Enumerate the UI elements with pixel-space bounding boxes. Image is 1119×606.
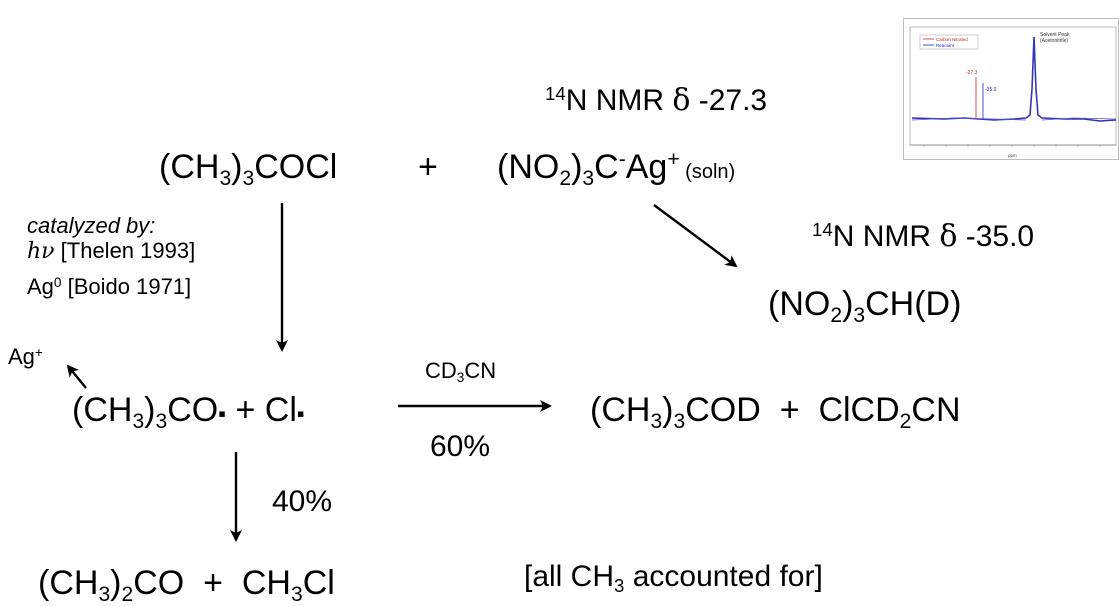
yield-60: 60%: [430, 430, 491, 463]
x-axis-label: ppm: [1008, 153, 1017, 158]
reactant-silver-nitroformate: (NO2)3C-Ag+ (soln): [497, 148, 736, 190]
product-tbuod: (CH3)3COD + ClCD2CN: [590, 391, 961, 433]
spectrum-plot: Carbon Nitrated Reactant Solvent Peak (A…: [909, 26, 1117, 158]
soln-label: (soln): [679, 161, 736, 183]
legend-entry-1: Carbon Nitrated: [936, 37, 968, 42]
reactant-tbuocl: (CH3)3COCl: [159, 148, 338, 190]
radical-intermediates: (CH3)3CO▪ + Cl▪: [72, 391, 305, 433]
catalyzed-title: catalyzed by:: [27, 213, 156, 238]
accounted-note: [all CH3 accounted for]: [524, 560, 823, 596]
yield-40: 40%: [272, 485, 333, 518]
arrow-ag-plus: [66, 364, 87, 389]
nmr-label-2: 14N NMR δ -35.0: [812, 218, 1035, 254]
solvent-cd3cn: CD3CN: [425, 358, 497, 386]
plus-sign-1: +: [418, 148, 438, 186]
nmr-spectrum-thumbnail: Carbon Nitrated Reactant Solvent Peak (A…: [903, 18, 1119, 160]
arrow-nitroform: [653, 204, 738, 268]
catalyst-ag0: Ag0 [Boido 1971]: [27, 274, 192, 299]
peak-label-2: -35.0: [985, 87, 997, 93]
catalyst-hv: hν [Thelen 1993]: [27, 238, 196, 264]
solvent-peak-label-1: Solvent Peak: [1040, 32, 1070, 38]
peak-label-1: -27.3: [966, 70, 978, 76]
solvent-peak-label-2: (Acetonitrile): [1040, 38, 1068, 44]
product-nitroform: (NO2)3CH(D): [768, 285, 962, 327]
ag-plus-label: Ag+: [8, 344, 43, 369]
nmr-label-1: 14N NMR δ -27.3: [545, 82, 768, 118]
product-acetone: (CH3)2CO + CH3Cl: [38, 564, 335, 606]
legend-entry-2: Reactant: [936, 43, 955, 48]
